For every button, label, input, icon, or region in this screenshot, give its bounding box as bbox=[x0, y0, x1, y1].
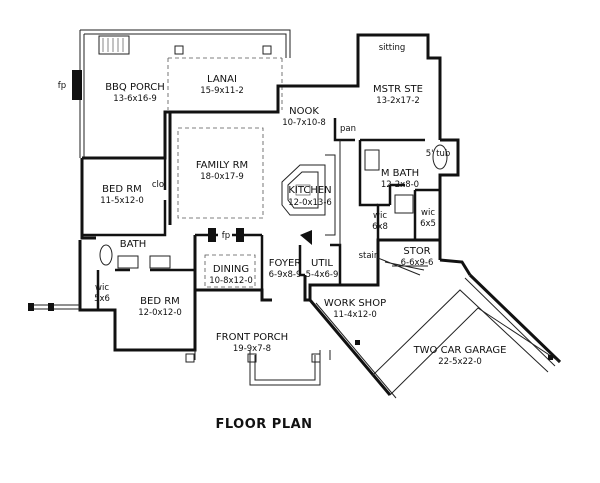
foyer-label: FOYER bbox=[269, 258, 302, 269]
sitting-label: sitting bbox=[379, 43, 406, 53]
bed-rm-2-size: 12-0x12-0 bbox=[138, 308, 182, 318]
garage-size: 22-5x22-0 bbox=[438, 357, 482, 367]
dining-label: DINING bbox=[213, 264, 249, 275]
pan-label: pan bbox=[340, 124, 356, 134]
family-rm-size: 18-0x17-9 bbox=[200, 172, 244, 182]
bbq-porch-outline bbox=[79, 29, 291, 158]
mstr-ste-size: 13-2x17-2 bbox=[376, 96, 420, 106]
wic-2-size: 6x5 bbox=[420, 219, 436, 229]
clo-label: clo bbox=[152, 180, 164, 190]
dining-ceiling bbox=[204, 254, 256, 288]
lanai-posts bbox=[167, 45, 283, 110]
lanai-size: 15-9x11-2 bbox=[200, 86, 244, 96]
m-bath-size: 12-2x8-0 bbox=[381, 180, 419, 190]
wic-2-label: wic bbox=[421, 208, 435, 218]
foyer-size: 6-9x8-9 bbox=[269, 270, 302, 280]
work-shop-label: WORK SHOP bbox=[324, 298, 386, 309]
tub-label: 5' tub bbox=[426, 149, 451, 159]
m-bath-label: M BATH bbox=[381, 168, 419, 179]
exterior-walls bbox=[78, 33, 472, 352]
family-room-ceiling bbox=[177, 127, 264, 219]
kitchen-counter bbox=[325, 140, 341, 245]
bed-rm-1-size: 11-5x12-0 bbox=[100, 196, 144, 206]
stair-label: stair bbox=[359, 251, 378, 261]
stair-steps bbox=[377, 257, 428, 276]
garage-walls bbox=[308, 273, 562, 399]
family-fp-label: fp bbox=[222, 231, 230, 241]
dining-size: 10-8x12-0 bbox=[209, 276, 253, 286]
stor-size: 6-6x9-6 bbox=[401, 258, 434, 268]
bed-rm-2-label: BED RM bbox=[140, 296, 180, 307]
front-porch-label: FRONT PORCH bbox=[216, 332, 288, 343]
wic-bed2-label: wic bbox=[95, 283, 109, 293]
bbq-fireplace-icon bbox=[72, 70, 82, 100]
nook-size: 10-7x10-8 bbox=[282, 118, 326, 128]
bbq-porch-label: BBQ PORCH bbox=[105, 82, 165, 93]
util-label: UTIL bbox=[311, 258, 333, 269]
stair-corner-mark bbox=[300, 230, 312, 245]
front-porch bbox=[185, 350, 331, 386]
bbq-fp-label: fp bbox=[58, 81, 66, 91]
kitchen-label: KITCHEN bbox=[288, 185, 331, 196]
bed-rm-1-label: BED RM bbox=[102, 184, 142, 195]
wic-bed2-size: 5x6 bbox=[94, 294, 110, 304]
wic-master-size: 6x8 bbox=[372, 222, 388, 232]
bath-label: BATH bbox=[120, 239, 147, 250]
lanai-label: LANAI bbox=[207, 74, 237, 85]
work-shop-size: 11-4x12-0 bbox=[333, 310, 377, 320]
nook-label: NOOK bbox=[289, 106, 319, 117]
util-size: 5-4x6-9 bbox=[306, 270, 339, 280]
side-fence bbox=[28, 303, 80, 311]
kitchen-size: 12-0x13-6 bbox=[288, 198, 332, 208]
front-porch-size: 19-9x7-8 bbox=[233, 344, 271, 354]
floor-plan-title: FLOOR PLAN bbox=[215, 417, 312, 432]
garage-label: TWO CAR GARAGE bbox=[413, 345, 507, 356]
stor-label: STOR bbox=[403, 246, 430, 257]
family-rm-label: FAMILY RM bbox=[196, 160, 248, 171]
bbq-porch-size: 13-6x16-9 bbox=[113, 94, 157, 104]
master-bath-fixtures bbox=[364, 144, 448, 214]
wic-master-label: wic bbox=[373, 211, 387, 221]
bath-fixtures bbox=[99, 244, 171, 269]
mstr-ste-label: MSTR STE bbox=[373, 84, 423, 95]
kitchen-island bbox=[281, 164, 326, 216]
family-fireplace-icon bbox=[208, 228, 244, 242]
